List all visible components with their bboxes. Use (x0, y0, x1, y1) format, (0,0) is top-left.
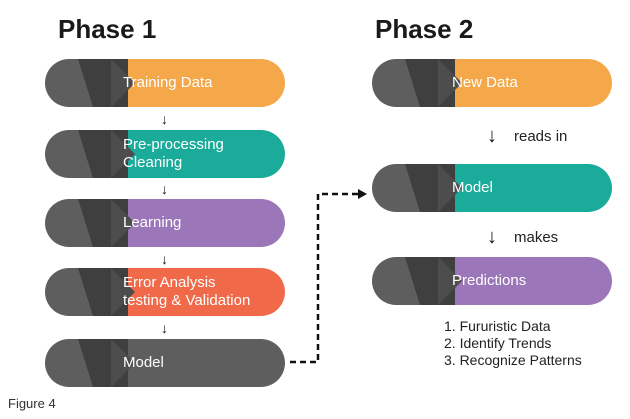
prediction-outputs-list: 1. Fururistic Data 2. Identify Trends 3.… (444, 318, 582, 369)
connector-label-makes: makes (514, 229, 559, 246)
list-item: 2. Identify Trends (444, 335, 552, 351)
step-color-fill (111, 268, 285, 316)
step-label: Learning (123, 214, 182, 231)
step-label: Model (123, 354, 164, 371)
step-label: Model (452, 179, 493, 196)
phase-2-step-new-data: New Data (372, 59, 612, 107)
phase-2-title: Phase 2 (375, 14, 474, 44)
step-label: Predictions (452, 272, 527, 289)
down-arrow-icon: ↓ (487, 226, 497, 248)
step-color-fill (438, 257, 612, 305)
down-arrow-icon: ↓ (161, 251, 168, 267)
step-color-fill (111, 339, 285, 387)
step-label: Error Analysis testing & Validation (123, 274, 251, 309)
phase-1-step-training-data: Training Data (45, 59, 285, 107)
phase-1-step-model: Model (45, 339, 285, 387)
step-label: Training Data (123, 74, 213, 91)
down-arrow-icon: ↓ (161, 320, 168, 336)
step-label: New Data (452, 74, 518, 91)
step-color-fill (111, 59, 285, 107)
dashed-connector-line (290, 192, 358, 364)
phase-2-step-predictions: Predictions (372, 257, 612, 305)
down-arrow-icon: ↓ (161, 111, 168, 127)
phase-2-step-model: Model (372, 164, 612, 212)
step-color-fill (111, 199, 285, 247)
phase-1-step-learning: Learning (45, 199, 285, 247)
figure-caption: Figure 4 (8, 396, 56, 411)
connector-label-reads-in: reads in (514, 128, 568, 145)
step-label: Pre-processing Cleaning (123, 136, 224, 171)
list-item: 1. Fururistic Data (444, 318, 551, 334)
step-color-fill (111, 130, 285, 178)
step-color-fill (438, 59, 612, 107)
list-item: 3. Recognize Patterns (444, 352, 582, 368)
down-arrow-icon: ↓ (487, 125, 497, 147)
step-color-fill (438, 164, 612, 212)
dashed-connector-arrowhead (358, 189, 367, 199)
down-arrow-icon: ↓ (161, 181, 168, 197)
phase-1-step-error-analysis: Error Analysis testing & Validation (45, 268, 285, 316)
phase-1-title: Phase 1 (58, 14, 157, 44)
phase-1-step-preprocessing: Pre-processing Cleaning (45, 130, 285, 178)
